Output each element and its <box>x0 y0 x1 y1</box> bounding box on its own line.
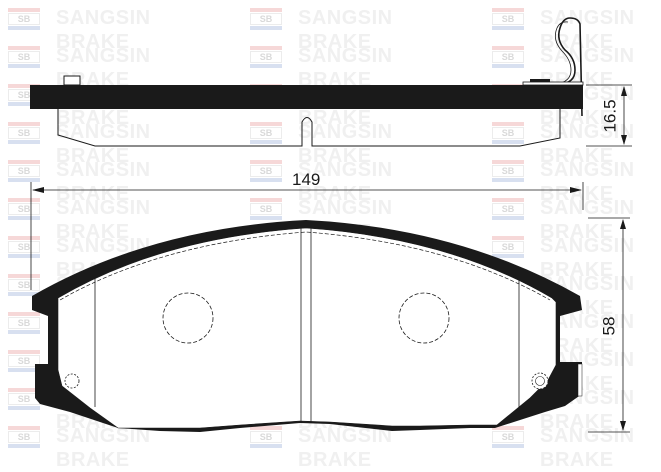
wear-indicator-clip <box>523 17 583 117</box>
height-dimension <box>588 217 630 433</box>
wear-indicator-clip-inner <box>554 21 572 85</box>
sb-logo-icon: SB <box>492 198 524 220</box>
width-dimension-label: 149 <box>292 170 321 189</box>
sb-logo-icon: SB <box>8 160 40 182</box>
sb-logo-icon: SB <box>250 160 282 182</box>
sb-logo-icon: SB <box>8 388 40 410</box>
front-friction-material <box>57 227 557 429</box>
backing-plate <box>30 85 583 109</box>
sb-logo-icon: SB <box>250 426 282 448</box>
sb-logo-icon: SB <box>8 46 40 68</box>
thickness-arrow-bottom <box>621 135 627 145</box>
sb-logo-icon: SB <box>8 122 40 144</box>
side-view <box>30 17 632 147</box>
watermark-text: SANGSIN BRAKE <box>56 7 151 53</box>
friction-material-outline <box>57 109 561 147</box>
sb-logo-icon: SB <box>250 8 282 30</box>
wear-indicator-rivet <box>530 79 550 84</box>
watermark-text: SANGSIN BRAKE <box>298 121 393 167</box>
sb-logo-icon: SB <box>492 236 524 258</box>
width-dimension <box>30 182 584 290</box>
sb-logo-icon: SB <box>8 274 40 296</box>
pin-hole-right-inner <box>535 376 545 386</box>
sb-logo-icon: SB <box>8 426 40 448</box>
thickness-arrow-top <box>621 86 627 96</box>
watermark-text: SANGSIN BRAKE <box>298 159 393 205</box>
sb-logo-icon: SB <box>250 198 282 220</box>
pin-hole-left <box>64 373 80 389</box>
sb-logo-icon: SB <box>492 8 524 30</box>
piston-circle-left <box>162 292 214 344</box>
sb-logo-icon: SB <box>8 236 40 258</box>
sb-logo-icon: SB <box>8 198 40 220</box>
height-dimension-label: 58 <box>599 316 619 336</box>
sb-logo-icon: SB <box>250 122 282 144</box>
sb-logo-icon: SB <box>492 160 524 182</box>
watermark-text: SANGSIN BRAKE <box>540 197 635 243</box>
sb-logo-icon: SB <box>492 426 524 448</box>
watermark-text: SANGSIN BRAKE <box>56 121 151 167</box>
piston-circle-right <box>398 292 450 344</box>
brake-pad-drawing <box>30 17 632 433</box>
sb-logo-icon: SB <box>492 122 524 144</box>
right-notch-tab <box>577 363 583 397</box>
sb-logo-icon: SB <box>492 46 524 68</box>
wear-indicator-base <box>522 81 584 86</box>
sb-logo-icon: SB <box>8 8 40 30</box>
side-view-tab <box>63 75 81 86</box>
thickness-dimension-label: 16.5 <box>600 99 620 133</box>
watermark-text: SANGSIN BRAKE <box>56 197 151 243</box>
sb-logo-icon: SB <box>8 350 40 372</box>
watermark-text: SANGSIN BRAKE <box>540 235 635 281</box>
sb-logo-icon: SB <box>250 46 282 68</box>
watermark-text: SANGSIN BRAKE <box>540 121 635 167</box>
front-view <box>32 220 583 432</box>
watermark-text: SANGSIN BRAKE <box>56 159 151 205</box>
pin-hole-right <box>531 372 549 390</box>
front-wear-edge <box>59 231 551 301</box>
sb-logo-icon: SB <box>8 312 40 334</box>
watermark-text: SANGSIN BRAKE <box>540 159 635 205</box>
watermark-text: SANGSIN BRAKE <box>298 7 393 53</box>
